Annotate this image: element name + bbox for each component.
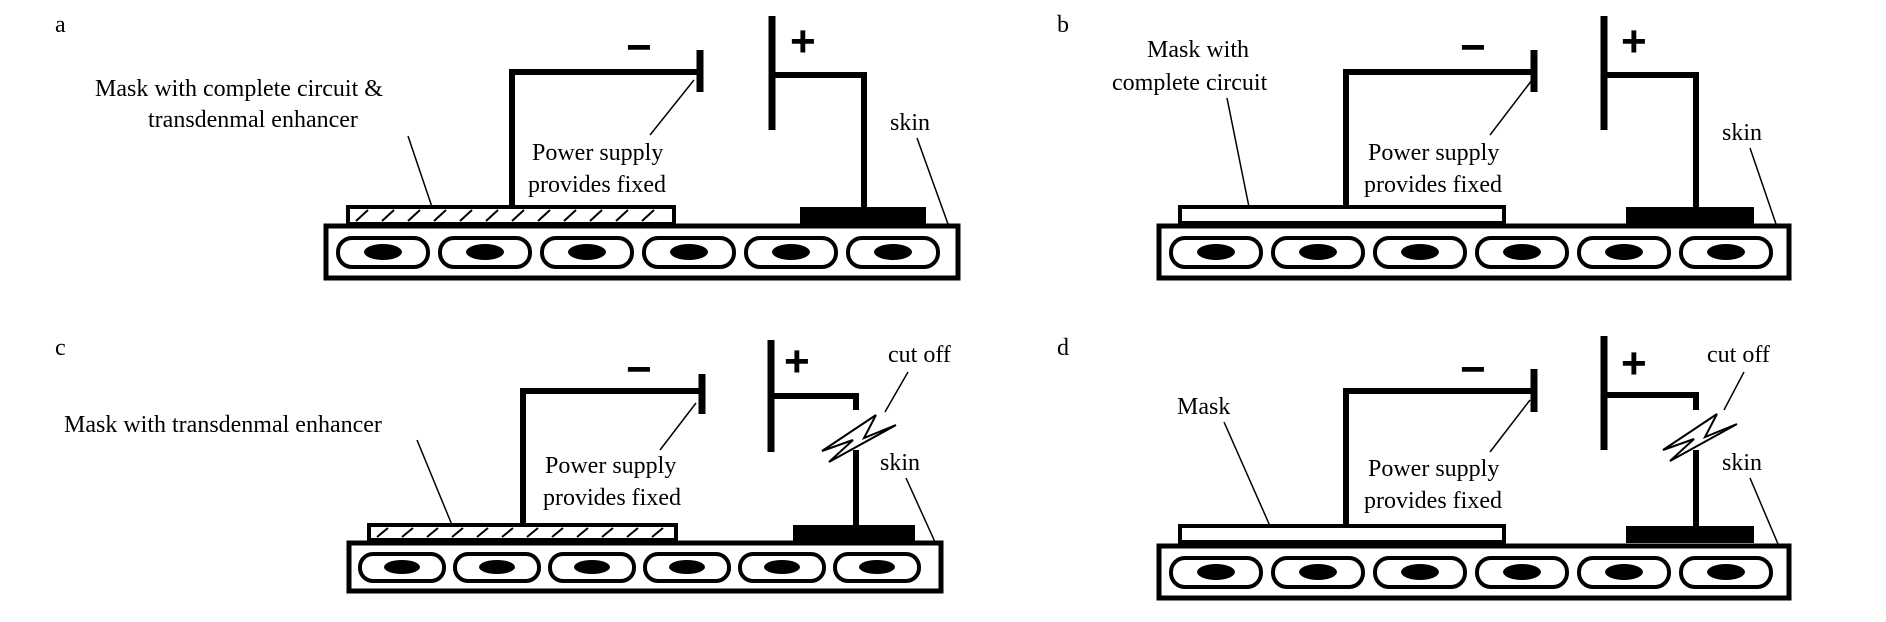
panel-letter: c — [55, 335, 66, 361]
mask-label-line2: transdenmal enhancer — [148, 107, 358, 133]
mask-label-line1: Mask with — [1147, 37, 1249, 63]
skin-label: skin — [880, 450, 920, 476]
minus-sign: − — [1460, 345, 1486, 394]
negative-wire — [509, 69, 700, 207]
electrode-pad — [800, 207, 926, 224]
electrode-pad — [793, 525, 915, 541]
skin-label: skin — [1722, 450, 1762, 476]
panel-a: a Mask with complete circuit & transdenm… — [55, 12, 961, 281]
cut-off-leader-line — [884, 371, 909, 413]
skin-label: skin — [1722, 120, 1762, 146]
skin-leader-line — [905, 477, 936, 543]
cut-off-leader-line — [1723, 371, 1745, 411]
electrode-pad — [1626, 526, 1754, 543]
mask-layer — [367, 523, 678, 542]
skin-cells — [358, 552, 921, 583]
plus-sign: + — [790, 17, 816, 66]
skin-leader-line — [1749, 477, 1779, 545]
mask-hatching — [355, 209, 655, 222]
lightning-bolt-icon — [821, 414, 897, 463]
cut-off-label: cut off — [1707, 342, 1770, 368]
mask-label-line2: complete circuit — [1112, 70, 1268, 96]
skin-leader-line — [1749, 147, 1777, 225]
mask-leader-line — [1226, 97, 1250, 208]
power-supply-line1: Power supply — [1368, 140, 1499, 166]
mask-layer — [1178, 205, 1506, 225]
panel-b: b Mask with complete circuit − + Power s… — [1057, 12, 1792, 281]
minus-sign: − — [626, 345, 652, 394]
mask-label-line1: Mask with transdenmal enhancer — [64, 412, 382, 438]
mask-leader-line — [407, 135, 433, 208]
power-supply-line1: Power supply — [532, 140, 663, 166]
skin-cells — [1169, 236, 1773, 269]
positive-wire-top — [1604, 392, 1699, 410]
mask-label-line1: Mask — [1177, 394, 1230, 420]
power-leader-line — [1489, 399, 1531, 453]
positive-wire-top — [771, 393, 859, 410]
plus-sign: + — [1621, 17, 1647, 66]
negative-wire — [520, 388, 702, 525]
panel-d: d Mask − + cut off Power supply provides… — [1057, 335, 1792, 601]
mask-label-line1: Mask with complete circuit & — [95, 76, 383, 102]
mask-hatching — [376, 527, 664, 538]
negative-wire — [1343, 69, 1534, 207]
power-supply-line2: provides fixed — [543, 485, 681, 511]
power-leader-line — [649, 79, 695, 136]
skin-leader-line — [916, 137, 949, 225]
electrode-pad — [1626, 207, 1754, 224]
skin-cells — [336, 236, 940, 269]
negative-wire — [1343, 388, 1534, 526]
mask-layer — [346, 205, 676, 226]
power-supply-line2: provides fixed — [1364, 172, 1502, 198]
power-leader-line — [659, 402, 697, 451]
skin-cells — [1169, 556, 1773, 589]
power-supply-line2: provides fixed — [1364, 488, 1502, 514]
lightning-bolt-icon — [1662, 413, 1738, 462]
minus-sign: − — [626, 23, 652, 72]
power-supply-line2: provides fixed — [528, 172, 666, 198]
mask-layer — [1178, 524, 1506, 544]
power-supply-line1: Power supply — [545, 453, 676, 479]
mask-leader-line — [416, 439, 453, 526]
power-supply-line1: Power supply — [1368, 456, 1499, 482]
skin-label: skin — [890, 110, 930, 136]
positive-wire — [1604, 72, 1699, 207]
panel-letter: b — [1057, 12, 1069, 38]
power-leader-line — [1489, 79, 1533, 136]
plus-sign: + — [1621, 339, 1647, 388]
panel-c: c Mask with transdenmal enhancer − + cut… — [55, 335, 951, 594]
panel-letter: a — [55, 12, 66, 38]
panel-letter: d — [1057, 335, 1069, 361]
plus-sign: + — [784, 337, 810, 386]
minus-sign: − — [1460, 23, 1486, 72]
positive-wire — [772, 72, 867, 207]
cut-off-label: cut off — [888, 342, 951, 368]
mask-leader-line — [1223, 421, 1271, 527]
